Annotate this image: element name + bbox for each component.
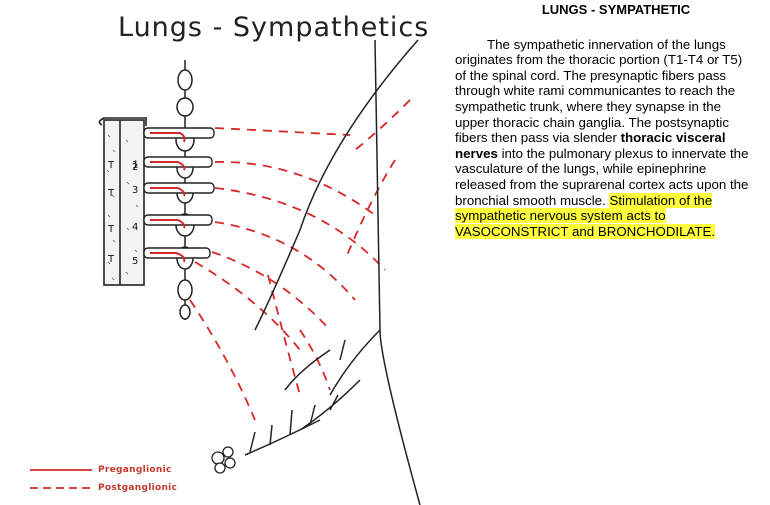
paragraph-text: The sympathetic innervation of the lungs… xyxy=(455,36,743,146)
legend-preganglionic-label: Preganglionic xyxy=(98,465,172,475)
segment-label-t: T xyxy=(107,224,115,235)
spinal-cord xyxy=(98,117,147,286)
description-paragraph: The sympathetic innervation of the lungs… xyxy=(455,37,755,240)
segment-label-1: 1 xyxy=(132,160,138,171)
segment-label-5: 5 xyxy=(132,256,138,267)
segment-label-t: T xyxy=(107,254,115,265)
legend: Preganglionic Postganglionic xyxy=(30,465,177,493)
segment-label-2: 2 xyxy=(132,162,138,173)
diagram-title: Lungs - Sympathetics xyxy=(118,12,429,43)
bronchus-outline xyxy=(244,39,421,505)
paragraph-bold-term: thoracic visceral nerves xyxy=(455,130,726,161)
section-heading: LUNGS - SYMPATHETIC xyxy=(541,2,691,17)
legend-postganglionic-label: Postganglionic xyxy=(98,483,177,493)
segment-label-4: 4 xyxy=(132,222,138,233)
segment-label-t: T xyxy=(107,160,115,171)
preganglionic-fibers xyxy=(150,132,186,263)
segment-label-3: 3 xyxy=(132,185,138,196)
alveoli-icon xyxy=(211,446,236,474)
description-panel: LUNGS - SYMPATHETIC The sympathetic inne… xyxy=(455,2,755,239)
paragraph-text: into the pulmonary plexus to innervate t… xyxy=(455,145,749,208)
segment-label-t: T xyxy=(107,188,115,199)
